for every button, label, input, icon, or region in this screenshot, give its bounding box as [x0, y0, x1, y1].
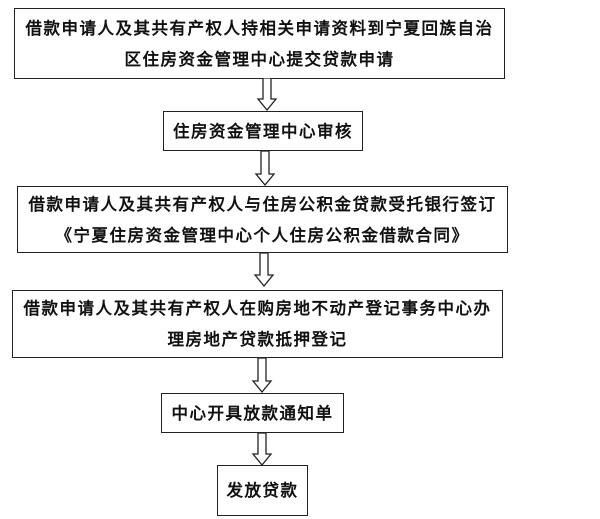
- step-2-box: 住房资金管理中心审核: [163, 111, 363, 151]
- step-6-line-1: 发放贷款: [226, 481, 299, 500]
- step-1-box: 借款申请人及其共有产权人持相关申请资料到宁夏回族自治 区住房资金管理中心提交贷款…: [14, 8, 505, 79]
- step-6-box: 发放贷款: [217, 465, 308, 516]
- down-arrow-icon: [251, 358, 273, 393]
- step-4-line-1: 借款申请人及其共有产权人在购房地不动产登记事务中心办: [23, 299, 492, 318]
- step-4-box: 借款申请人及其共有产权人在购房地不动产登记事务中心办 理房地产贷款抵押登记: [12, 290, 503, 358]
- step-5-box: 中心开具放款通知单: [161, 393, 344, 433]
- down-arrow-icon: [256, 78, 278, 111]
- step-2-line-1: 住房资金管理中心审核: [173, 121, 353, 141]
- step-3-line-2: 《宁夏住房资金管理中心个人住房公积金借款合同》: [55, 225, 470, 245]
- step-4-line-2: 理房地产贷款抵押登记: [167, 330, 348, 349]
- step-1-line-1: 借款申请人及其共有产权人持相关申请资料到宁夏回族自治: [25, 18, 494, 38]
- step-3-box: 借款申请人及其共有产权人与住房公积金贷款受托银行签订 《宁夏住房资金管理中心个人…: [17, 186, 508, 253]
- step-5-line-1: 中心开具放款通知单: [171, 403, 334, 423]
- down-arrow-icon: [251, 433, 273, 466]
- down-arrow-icon: [253, 253, 275, 287]
- step-1-line-2: 区住房资金管理中心提交贷款申请: [124, 49, 395, 69]
- step-3-line-1: 借款申请人及其共有产权人与住房公积金贷款受托银行签订: [28, 194, 497, 214]
- down-arrow-icon: [254, 151, 276, 186]
